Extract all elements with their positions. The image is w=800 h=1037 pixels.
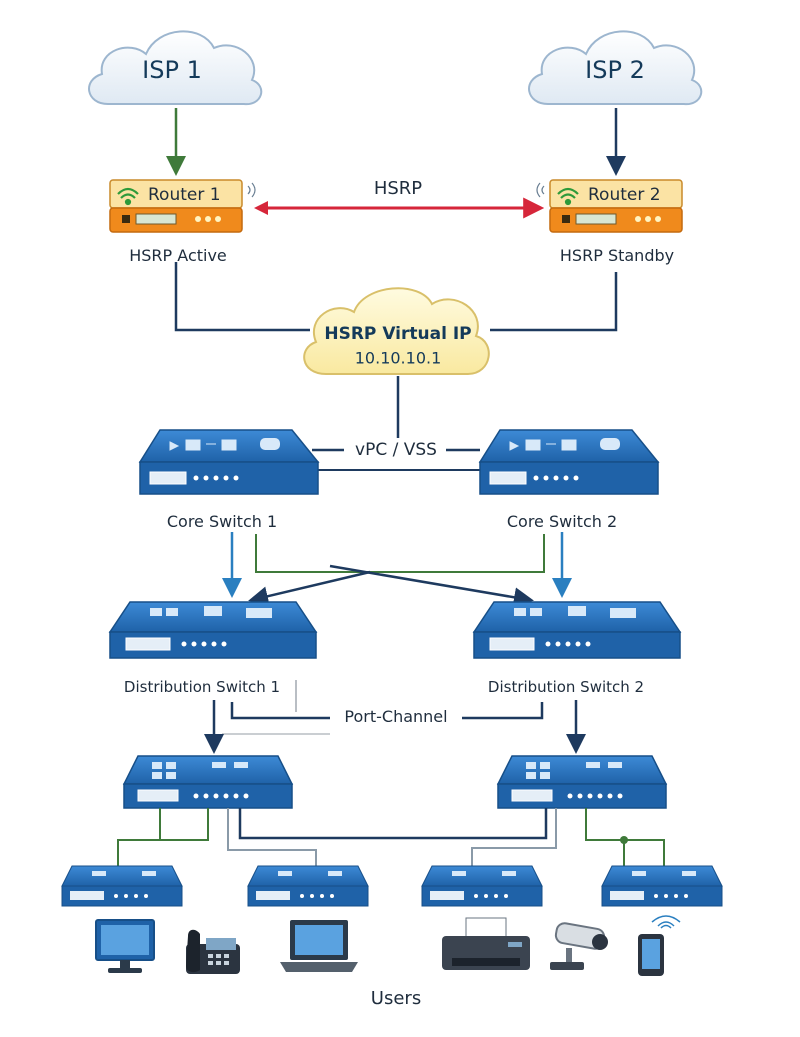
junction-dot [620,836,628,844]
isp2-cloud [528,30,703,106]
core1-dist2-crosslink [255,534,545,573]
core-cross-a [248,570,371,607]
edge-switch1-device [61,865,183,907]
edge-switch4-device [601,865,723,907]
security-camera-icon [550,922,608,970]
isp2-label: ISP 2 [585,56,645,84]
core-cross-b [329,564,534,608]
access1-edge1-link [117,808,161,872]
dist-switch1-device [108,601,318,659]
access1-access2-link [238,808,548,840]
router2-label: Router 2 [588,185,661,205]
virtual-ip-address: 10.10.10.1 [354,348,442,368]
virtual-ip-cloud [303,287,490,375]
access-switch1-device [122,755,294,809]
edge-switch2-device [247,865,369,907]
virtual-ip-title: HSRP Virtual IP [324,324,472,344]
users-label: Users [370,988,422,1009]
desktop-monitor-icon [95,919,155,973]
router2-device [549,179,683,233]
core-switch2-device [478,429,660,495]
access1-edge1b-link [160,808,209,841]
router1-device [109,179,243,233]
router1-virtual-link [174,262,310,332]
edge-switch3-device [421,865,543,907]
access2-edge3-link [471,808,557,868]
router1-role: HSRP Active [129,246,227,265]
router2-role: HSRP Standby [559,246,675,265]
isp1-label: ISP 1 [142,56,202,84]
ip-phone-icon [186,929,240,974]
isp1-cloud [88,30,263,106]
port-channel-right [462,702,544,720]
access1-edge2-link [227,808,317,868]
hsrp-arrow-left [254,201,268,215]
printer-icon [442,917,530,970]
dist-switch1-label: Distribution Switch 1 [123,678,281,696]
core-switch1-device [138,429,320,495]
port-channel-left [230,702,330,720]
dist-switch2-device [472,601,682,659]
router1-label: Router 1 [148,185,221,205]
hsrp-link-label: HSRP [373,178,423,199]
vpc-vss-label: vPC / VSS [355,440,437,460]
access-switch2-device [496,755,668,809]
core-switch1-label: Core Switch 1 [166,512,278,531]
router2-virtual-link [490,272,618,332]
smartphone-icon [638,915,681,976]
core-switch2-label: Core Switch 2 [506,512,618,531]
port-channel-label: Port-Channel [344,707,448,726]
wifi-icon [117,187,579,206]
laptop-icon [280,920,358,972]
signal-waves-icon [247,182,545,198]
dist-switch2-label: Distribution Switch 2 [487,678,645,696]
